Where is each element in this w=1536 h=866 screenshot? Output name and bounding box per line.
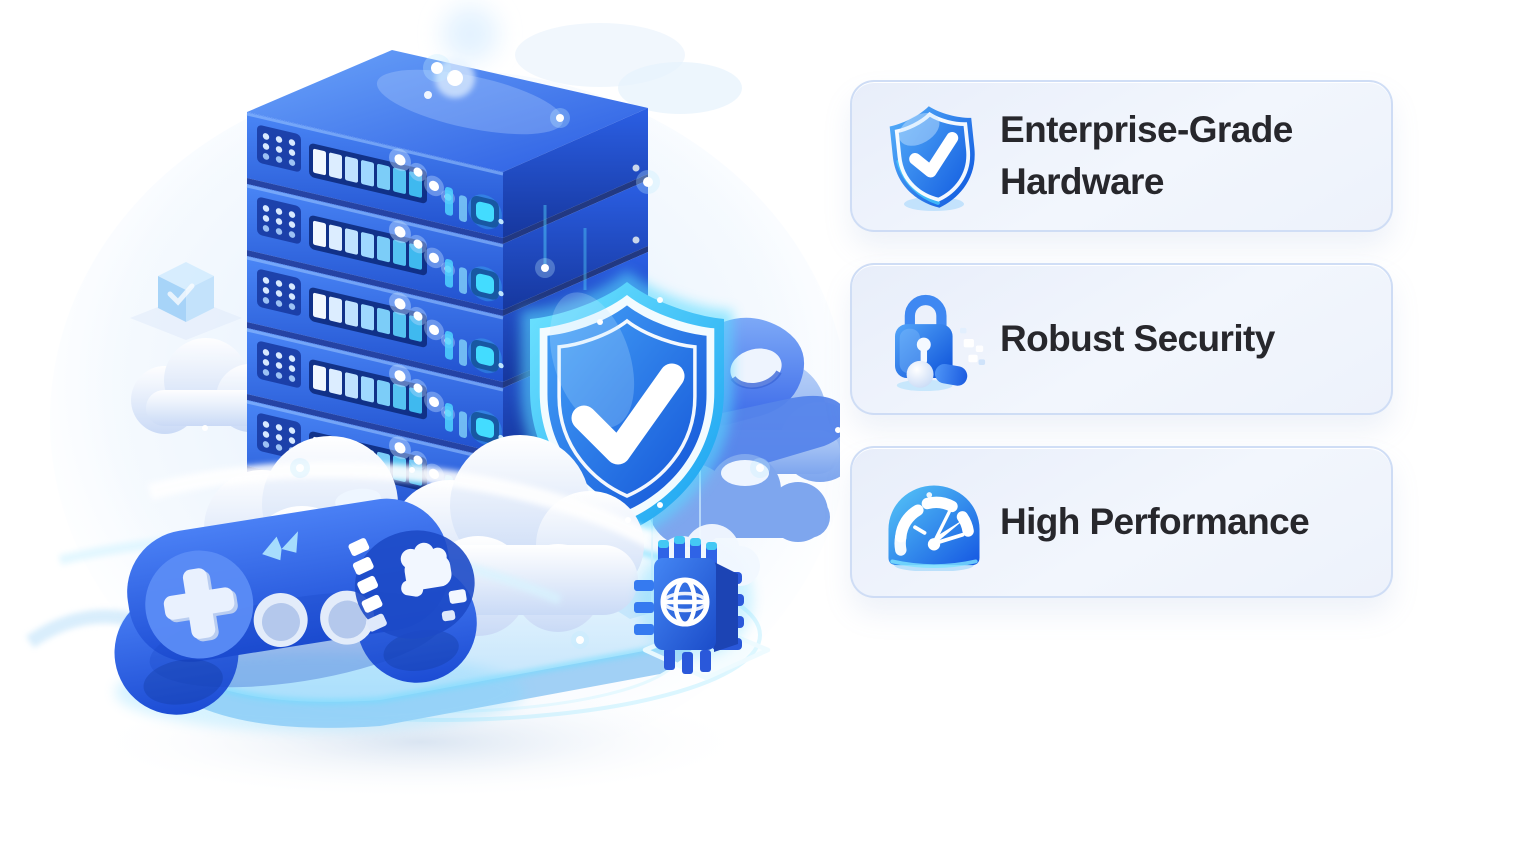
feature-card-high-performance: High Performance [850, 446, 1393, 598]
feature-panel: Enterprise-Grade Hardware [850, 80, 1393, 598]
sparkles [202, 37, 840, 649]
feature-label: Enterprise-Grade Hardware [1000, 109, 1293, 202]
game-controller-icon [114, 498, 477, 715]
gauge-needle [927, 509, 967, 550]
hosting-illustration [25, 6, 840, 800]
feature-label: Robust Security [1000, 318, 1275, 360]
feature-card-robust-security: Robust Security [850, 263, 1393, 415]
glass-cube [130, 262, 242, 340]
feature-label: High Performance [1000, 501, 1310, 543]
hosting-illustration-art [25, 6, 840, 800]
light-swoosh [147, 461, 654, 548]
fist-icon [400, 542, 467, 622]
network-chip-icon [634, 524, 760, 674]
padlock-icon [878, 280, 990, 398]
shield-check-icon [878, 97, 990, 215]
speedometer-icon [878, 463, 990, 581]
dpad-cross [163, 568, 238, 642]
feature-card-enterprise-hardware: Enterprise-Grade Hardware [850, 80, 1393, 232]
security-shield-check-icon [530, 282, 724, 532]
button-tiles [348, 538, 387, 632]
globe-icon [660, 577, 710, 627]
lightning-mark [262, 531, 298, 561]
